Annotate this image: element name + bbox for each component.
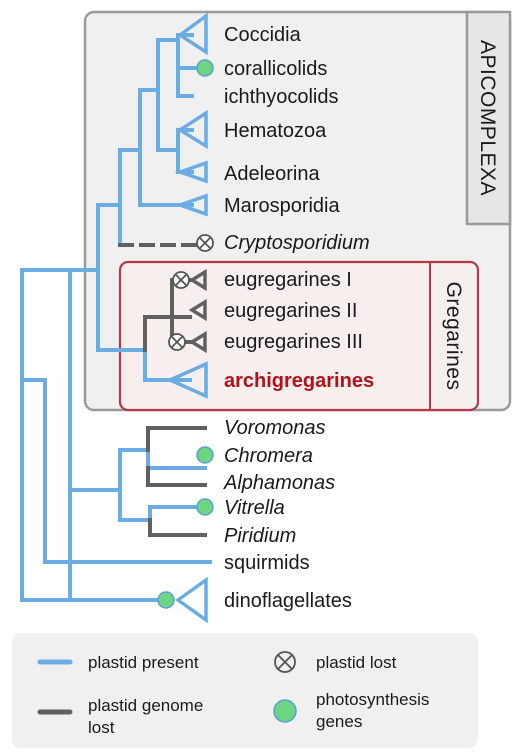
taxon-adeleorina: Adeleorina [224,163,321,185]
taxon-marosporidia: Marosporidia [224,195,340,217]
legend-photosynthesis-icon [273,699,297,723]
apicomplexa-label-box [465,10,512,226]
legend: plastid present plastid genome lost plas… [12,633,478,748]
taxon-squirmids: squirmids [224,552,310,574]
hematozoa-clade [176,109,208,150]
gregarines-label: Gregarines [442,282,465,391]
adeleorina-clade [174,160,208,184]
marosporidia-clade [174,193,208,217]
legend-genome-lost-label-line1: plastid genome [88,696,203,715]
eugregarines-2-clade [188,298,207,322]
archigregarines-clade [165,361,208,399]
taxon-piridium: Piridium [224,525,296,547]
legend-plastid-present-label: plastid present [88,653,199,672]
legend-box [12,633,478,748]
taxon-eugregarines-3: eugregarines III [224,331,363,353]
taxon-vitrella: Vitrella [224,497,285,519]
taxon-corallicolids: corallicolids [224,58,327,80]
legend-plastid-lost-label: plastid lost [316,653,397,672]
taxon-eugregarines-1: eugregarines I [224,269,352,291]
dinoflagellates-clade [174,576,208,624]
eugregarines-3-plastid-lost-icon [168,333,186,351]
coccidia-clade [176,12,208,56]
vitrella-photosynthesis-dot [196,498,214,516]
eugregarines-3-clade [188,330,207,354]
dinoflagellates-photosynthesis-dot [157,591,175,609]
gregarines-box [118,260,480,412]
taxon-alphamonas: Alphamonas [223,472,335,494]
legend-photosynthesis-label-line1: photosynthesis [316,690,429,709]
eugregarines-1-clade [188,268,207,292]
plastid-lost-markers [168,234,214,351]
taxon-ichthyocolids: ichthyocolids [224,86,339,108]
taxon-chromera: Chromera [224,445,313,467]
taxon-labels: Coccidia corallicolids ichthyocolids Hem… [223,24,374,612]
taxon-cryptosporidium: Cryptosporidium [224,232,370,254]
taxon-voromonas: Voromonas [224,417,326,439]
clade-triangles [165,12,208,624]
corallicolids-photosynthesis-dot [196,59,214,77]
cryptosporidium-plastid-lost-icon [196,234,214,252]
apicomplexa-label: APICOMPLEXA [476,40,499,196]
legend-plastid-lost-icon [274,651,296,673]
taxon-hematozoa: Hematozoa [224,120,327,142]
eugregarines-1-plastid-lost-icon [172,271,190,289]
legend-photosynthesis-label-line2: genes [316,712,362,731]
taxon-coccidia: Coccidia [224,24,302,46]
taxon-dinoflagellates: dinoflagellates [224,590,352,612]
taxon-eugregarines-2: eugregarines II [224,300,357,322]
plastid-present-branches [20,33,212,602]
chromera-photosynthesis-dot [196,446,214,464]
taxon-archigregarines: archigregarines [224,370,374,392]
photosynthesis-markers [157,59,214,609]
legend-genome-lost-label-line2: lost [88,718,115,737]
